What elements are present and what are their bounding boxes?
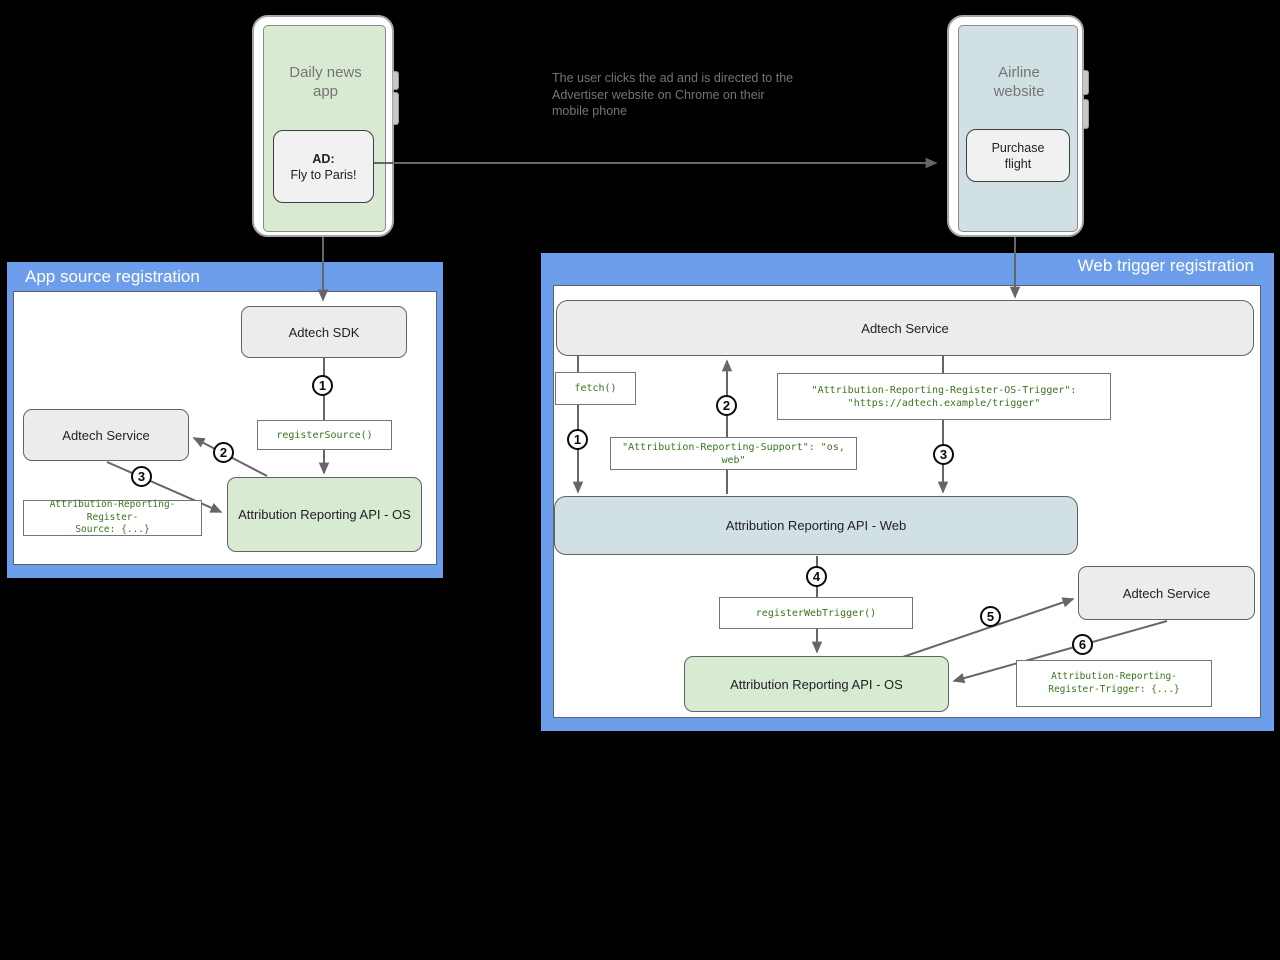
- step-circle-web-6: 6: [1072, 634, 1093, 655]
- os-trigger-header-box: "Attribution-Reporting-Register-OS-Trigg…: [777, 373, 1111, 420]
- attribution-api-os-web-label: Attribution Reporting API - OS: [730, 676, 903, 692]
- web-panel-title: Web trigger registration: [1077, 256, 1254, 275]
- side-button: [393, 92, 399, 125]
- step-number: 3: [939, 447, 948, 462]
- phone-daily-news: Daily news app AD: Fly to Paris!: [252, 15, 399, 237]
- adtech-service-top-label: Adtech Service: [861, 320, 949, 336]
- step-number: 3: [137, 469, 146, 484]
- site-title: Airline website: [993, 64, 1045, 100]
- step-number: 4: [812, 569, 821, 584]
- step-circle-app-1: 1: [312, 375, 333, 396]
- app-title: Daily news app: [289, 64, 362, 100]
- purchase-flight-label: Purchase flight: [991, 140, 1045, 171]
- app-panel-title: App source registration: [25, 267, 200, 286]
- step-circle-web-1: 1: [567, 429, 588, 450]
- phone-screen: Daily news app AD: Fly to Paris!: [263, 25, 386, 232]
- step-number: 2: [722, 398, 731, 413]
- register-source-header-line2: Source: {...}: [75, 524, 150, 536]
- os-trigger-header-line2: "https://adtech.example/trigger": [847, 397, 1041, 409]
- step-circle-web-3: 3: [933, 444, 954, 465]
- register-source-header-box: Attribution-Reporting-Register- Source: …: [23, 499, 202, 536]
- support-header-box: "Attribution-Reporting-Support": "os, we…: [610, 437, 857, 470]
- register-web-trigger-call-box: registerWebTrigger(): [719, 597, 913, 629]
- attribution-api-web-box: Attribution Reporting API - Web: [554, 496, 1078, 555]
- purchase-flight-button[interactable]: Purchase flight: [966, 129, 1070, 182]
- step-number: 1: [318, 378, 327, 393]
- ad-banner[interactable]: AD: Fly to Paris!: [273, 130, 374, 203]
- register-source-header-line1: Attribution-Reporting-Register-: [49, 499, 176, 523]
- step-number: 2: [219, 445, 228, 460]
- adtech-service-label: Adtech Service: [62, 427, 150, 443]
- step-circle-app-3: 3: [131, 466, 152, 487]
- support-header-label: "Attribution-Reporting-Support": "os, we…: [622, 441, 845, 466]
- phone-screen: Airline website Purchase flight: [958, 25, 1078, 232]
- adtech-sdk-box: Adtech SDK: [241, 306, 407, 358]
- side-button: [1083, 70, 1089, 95]
- attribution-api-os-box-app: Attribution Reporting API - OS: [227, 477, 422, 552]
- phone-airline: Airline website Purchase flight: [947, 15, 1089, 237]
- register-trigger-header-line2: Register-Trigger: {...}: [1048, 683, 1180, 695]
- adtech-service-right-label: Adtech Service: [1122, 585, 1211, 601]
- adtech-service-box-web-top: Adtech Service: [556, 300, 1254, 356]
- annotation-text: The user clicks the ad and is directed t…: [552, 71, 794, 118]
- step-circle-web-5: 5: [980, 606, 1001, 627]
- ad-text: Fly to Paris!: [290, 167, 357, 182]
- adtech-service-box-app: Adtech Service: [23, 409, 189, 461]
- register-source-call-box: registerSource(): [257, 420, 392, 450]
- fetch-call-label: fetch(): [574, 383, 617, 394]
- attribution-api-os-box-web: Attribution Reporting API - OS: [684, 656, 949, 712]
- adtech-sdk-label: Adtech SDK: [288, 324, 360, 340]
- register-source-call-label: registerSource(): [276, 429, 373, 441]
- adtech-service-box-web-right: Adtech Service: [1078, 566, 1255, 620]
- ad-heading: AD:: [312, 151, 335, 166]
- register-trigger-header-box: Attribution-Reporting- Register-Trigger:…: [1016, 660, 1212, 707]
- side-button: [1083, 99, 1089, 129]
- step-number: 1: [573, 432, 582, 447]
- step-circle-web-4: 4: [806, 566, 827, 587]
- attribution-api-os-label: Attribution Reporting API - OS: [238, 507, 411, 522]
- register-trigger-header-line1: Attribution-Reporting-: [1051, 671, 1177, 682]
- step-circle-app-2: 2: [213, 442, 234, 463]
- os-trigger-header-line1: "Attribution-Reporting-Register-OS-Trigg…: [811, 384, 1077, 396]
- step-number: 5: [986, 609, 995, 624]
- step-circle-web-2: 2: [716, 395, 737, 416]
- register-web-trigger-call-label: registerWebTrigger(): [755, 607, 877, 619]
- side-button: [393, 71, 399, 90]
- step-number: 6: [1078, 637, 1087, 652]
- attribution-api-web-label: Attribution Reporting API - Web: [725, 518, 907, 533]
- fetch-call-box: fetch(): [555, 372, 636, 405]
